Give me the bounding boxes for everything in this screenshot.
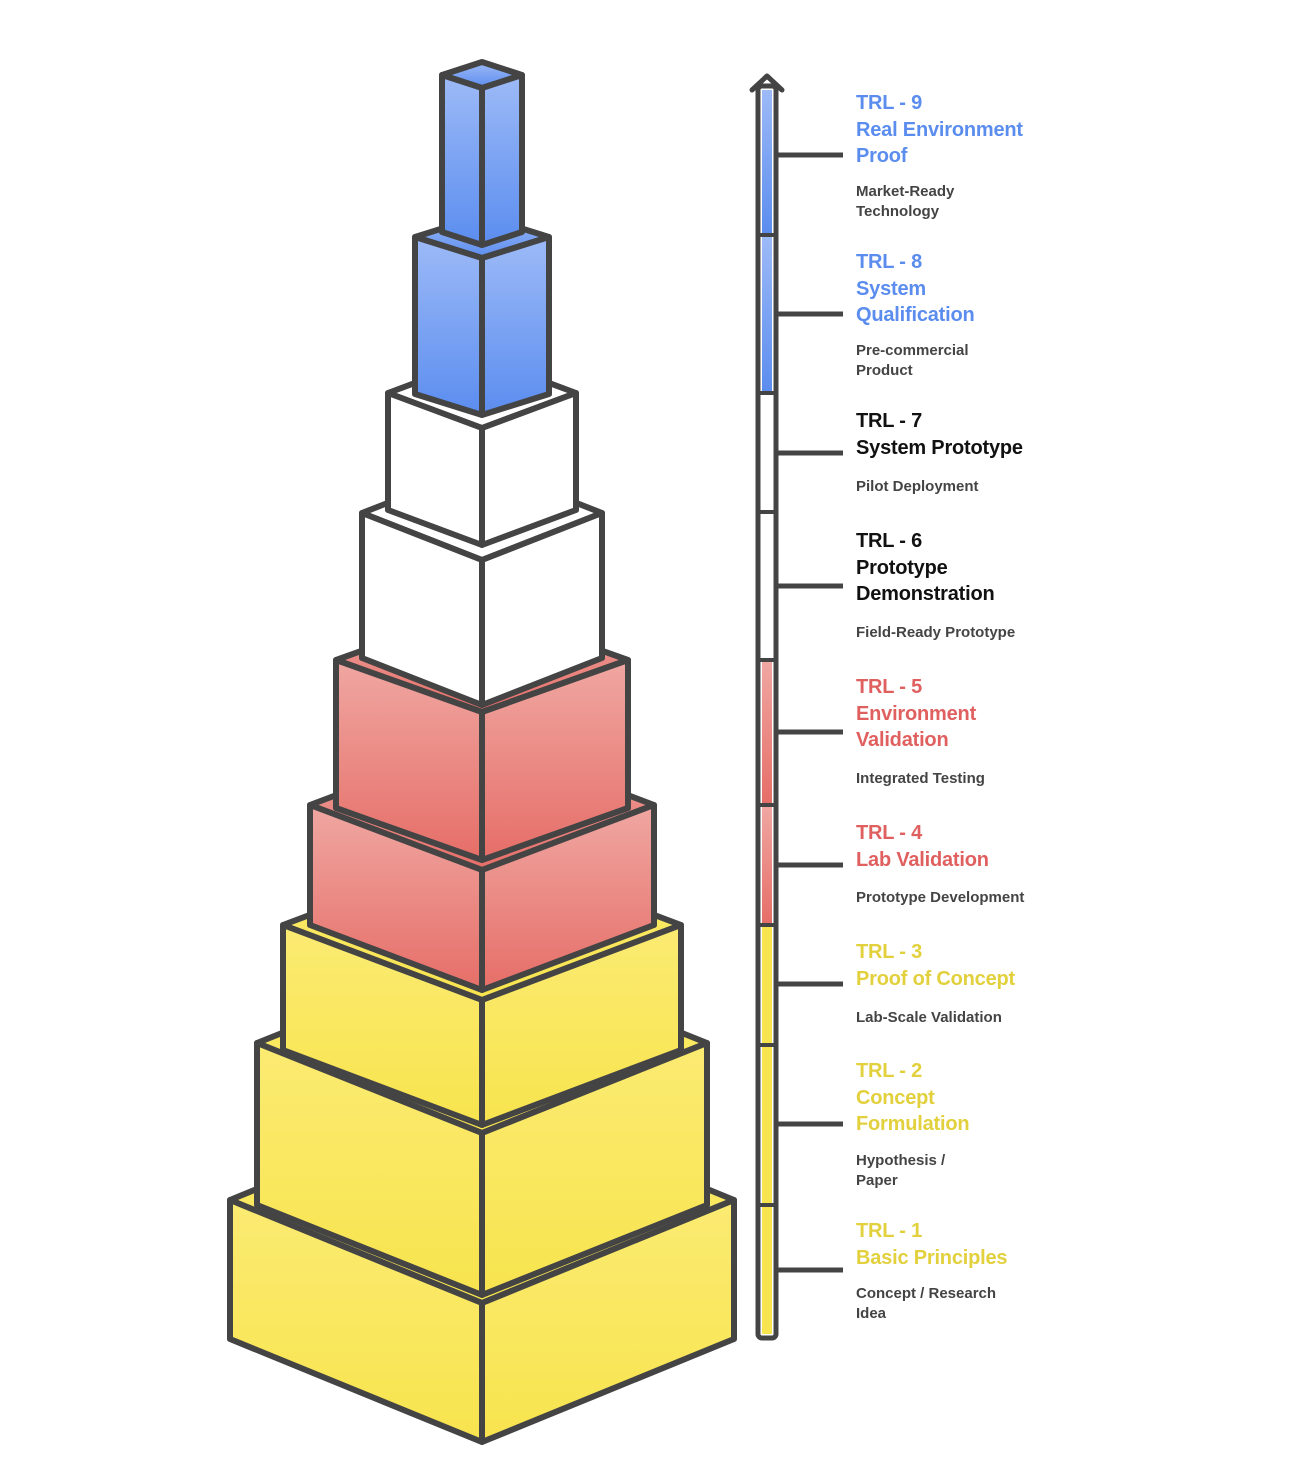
- title-line: Formulation: [856, 1113, 970, 1135]
- box-right-face: [479, 72, 525, 248]
- title-line: TRL - 6: [856, 530, 923, 552]
- subtitle-trl-3: Lab-Scale Validation: [856, 1008, 1002, 1028]
- title-line: Real Environment: [856, 118, 1023, 141]
- title-line: Environment: [856, 702, 977, 725]
- title-line: TRL - 1: [856, 1220, 923, 1242]
- box-right-face: [479, 1197, 737, 1445]
- axis-arrow-icon: [749, 73, 785, 93]
- title-line: Lab Validation: [856, 848, 989, 871]
- axis-segment-trl-5: [762, 662, 772, 803]
- box-right-face: [479, 922, 684, 1128]
- axis-segment-trl-1: [762, 1207, 772, 1334]
- subtitle-line: Pre-commercial: [856, 342, 969, 359]
- subtitle-line: Idea: [856, 1305, 887, 1322]
- title-line: TRL - 8: [856, 251, 923, 273]
- subtitle-line: Concept / Research: [856, 1285, 997, 1302]
- title-line: Demonstration: [856, 583, 995, 605]
- pyramid-boxes: [227, 59, 737, 1445]
- subtitle-trl-4: Prototype Development: [856, 888, 1024, 908]
- axis-segment-trl-3: [762, 927, 772, 1043]
- title-trl-4: TRL - 4 Lab Validation: [856, 820, 989, 873]
- title-line: Concept: [856, 1086, 935, 1109]
- subtitle-line: Market-Ready: [856, 183, 955, 200]
- box-right-face: [479, 390, 579, 548]
- title-line: Basic Principles: [856, 1246, 1008, 1269]
- title-line: TRL - 4: [856, 822, 923, 844]
- title-line: TRL - 2: [856, 1060, 923, 1082]
- axis-segment-trl-8: [762, 237, 772, 391]
- subtitle-line: Pilot Deployment: [856, 478, 979, 495]
- subtitle-line: Paper: [856, 1172, 898, 1189]
- box-right-face: [479, 510, 605, 708]
- box-left-face: [412, 234, 485, 418]
- title-line: TRL - 3: [856, 941, 923, 963]
- subtitle-line: Hypothesis /: [856, 1152, 946, 1169]
- box-trl-9: [439, 59, 525, 248]
- subtitle-line: Field-Ready Prototype: [856, 624, 1016, 641]
- title-trl-7: TRL - 7 System Prototype: [856, 408, 1023, 461]
- box-right-face: [479, 802, 657, 993]
- title-line: Validation: [856, 729, 949, 751]
- subtitle-trl-7: Pilot Deployment: [856, 477, 979, 497]
- title-line: System Prototype: [856, 436, 1023, 459]
- title-line: System: [856, 277, 926, 300]
- box-left-face: [439, 72, 485, 248]
- axis-segment-trl-2: [762, 1047, 772, 1203]
- subtitle-line: Technology: [856, 203, 940, 220]
- subtitle-trl-2: Hypothesis / Paper: [856, 1151, 945, 1191]
- subtitle-line: Prototype Development: [856, 889, 1025, 906]
- subtitle-line: Product: [856, 362, 913, 379]
- box-right-face: [479, 657, 631, 863]
- title-line: Proof: [856, 145, 908, 167]
- title-trl-1: TRL - 1 Basic Principles: [856, 1218, 1008, 1271]
- box-right-face: [479, 234, 552, 418]
- title-line: Qualification: [856, 304, 975, 326]
- title-line: TRL - 7: [856, 410, 923, 432]
- box-right-face: [479, 1040, 710, 1298]
- axis-segment-trl-6: [762, 514, 772, 658]
- title-trl-3: TRL - 3 Proof of Concept: [856, 939, 1015, 992]
- title-line: Prototype: [856, 556, 948, 579]
- trl-axis: [749, 73, 843, 1341]
- title-line: TRL - 9: [856, 92, 923, 114]
- subtitle-trl-6: Field-Ready Prototype: [856, 623, 1015, 643]
- title-line: TRL - 5: [856, 676, 923, 698]
- axis-segment-trl-4: [762, 807, 772, 923]
- axis-segment-trl-9: [762, 90, 772, 233]
- title-line: Proof of Concept: [856, 967, 1016, 990]
- axis-segment-trl-7: [762, 395, 772, 510]
- subtitle-line: Lab-Scale Validation: [856, 1009, 1002, 1026]
- box-trl-8: [412, 213, 552, 418]
- subtitle-trl-5: Integrated Testing: [856, 769, 985, 789]
- subtitle-line: Integrated Testing: [856, 770, 985, 787]
